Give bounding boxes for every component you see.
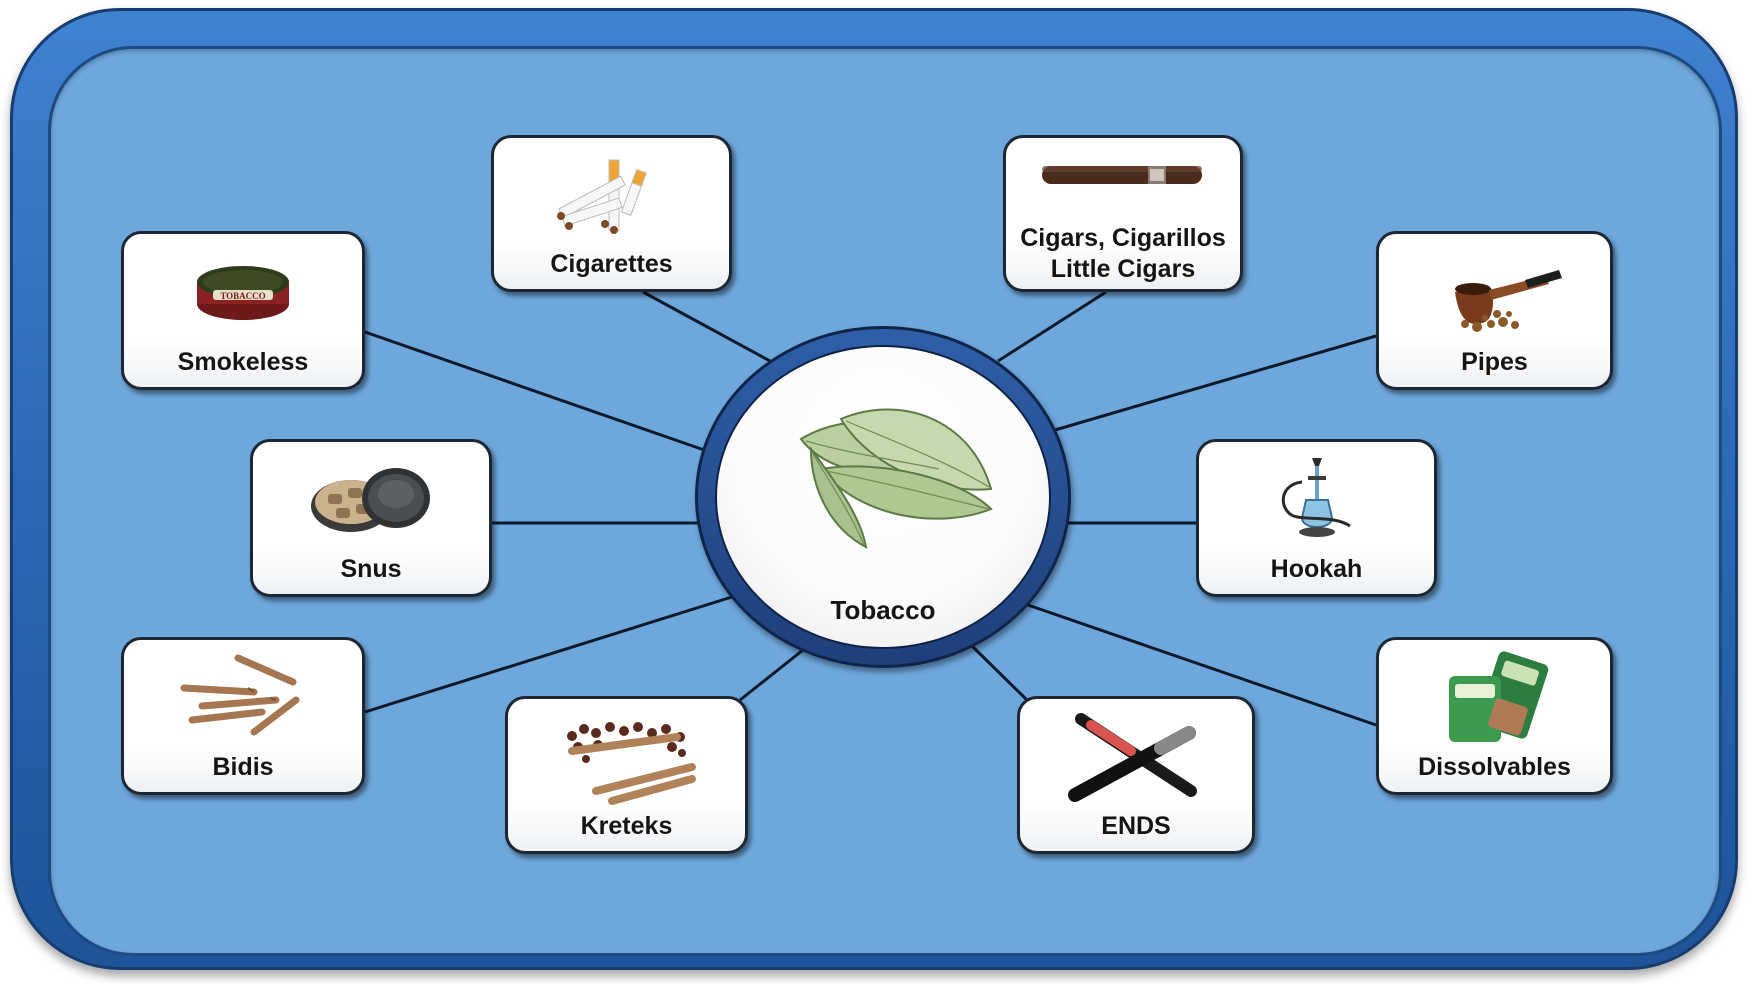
cigar-icon <box>1042 166 1202 184</box>
card-label: Snus <box>340 555 402 583</box>
card-label: Hookah <box>1270 555 1363 583</box>
card-label: Bidis <box>212 753 274 781</box>
card-kreteks[interactable]: Kreteks <box>505 696 748 854</box>
card-snus[interactable]: Snus <box>250 439 492 597</box>
card-dissolvables[interactable]: Dissolvables <box>1376 637 1613 795</box>
e-cigarette-icon <box>1068 713 1197 802</box>
card-label: Dissolvables <box>1418 753 1571 781</box>
link-cigars <box>997 290 1107 363</box>
card-cigarettes[interactable]: Cigarettes <box>491 135 732 292</box>
link-cigarettes <box>642 290 771 363</box>
snus-tin-icon <box>311 468 430 532</box>
card-label: Pipes <box>1461 348 1528 376</box>
link-dissolvables <box>1027 603 1377 727</box>
pipe-icon <box>1454 270 1562 332</box>
card-label: Kreteks <box>580 812 673 840</box>
card-pipes[interactable]: Pipes <box>1376 231 1613 390</box>
card-label: ENDS <box>1101 812 1171 840</box>
smokeless-tin-icon: TOBACCO <box>197 266 289 320</box>
link-pipes <box>1054 334 1377 432</box>
card-hookah[interactable]: Hookah <box>1196 439 1437 597</box>
card-label-line1: Cigars, Cigarillos <box>1020 224 1226 252</box>
link-ends <box>970 644 1029 702</box>
card-label: Cigarettes <box>550 250 673 278</box>
diagram-frame <box>10 8 1738 970</box>
link-smokeless <box>364 330 708 453</box>
svg-text:TOBACCO: TOBACCO <box>220 291 265 301</box>
tobacco-leaves-icon <box>799 408 993 549</box>
card-smokeless[interactable]: TOBACCO Smokeless <box>121 231 365 390</box>
tobacco-hub: Tobacco <box>695 326 1071 668</box>
card-label: Smokeless <box>177 348 309 376</box>
link-bidis <box>364 594 736 714</box>
hookah-icon <box>1281 458 1351 537</box>
card-cigars[interactable]: Cigars, Cigarillos Little Cigars <box>1003 135 1243 292</box>
card-label: Cigars, Cigarillos Little Cigars <box>1006 223 1240 285</box>
link-kreteks <box>739 648 804 702</box>
card-label-line2: Little Cigars <box>1050 255 1196 283</box>
tobacco-hub-face: Tobacco <box>715 345 1051 649</box>
bidis-icon <box>180 654 300 736</box>
center-label: Tobacco <box>830 595 936 625</box>
kreteks-icon <box>566 722 696 805</box>
card-ends[interactable]: ENDS <box>1017 696 1255 854</box>
card-bidis[interactable]: Bidis <box>121 637 365 795</box>
dissolvables-icon <box>1448 651 1548 742</box>
cigarettes-icon <box>556 159 647 234</box>
